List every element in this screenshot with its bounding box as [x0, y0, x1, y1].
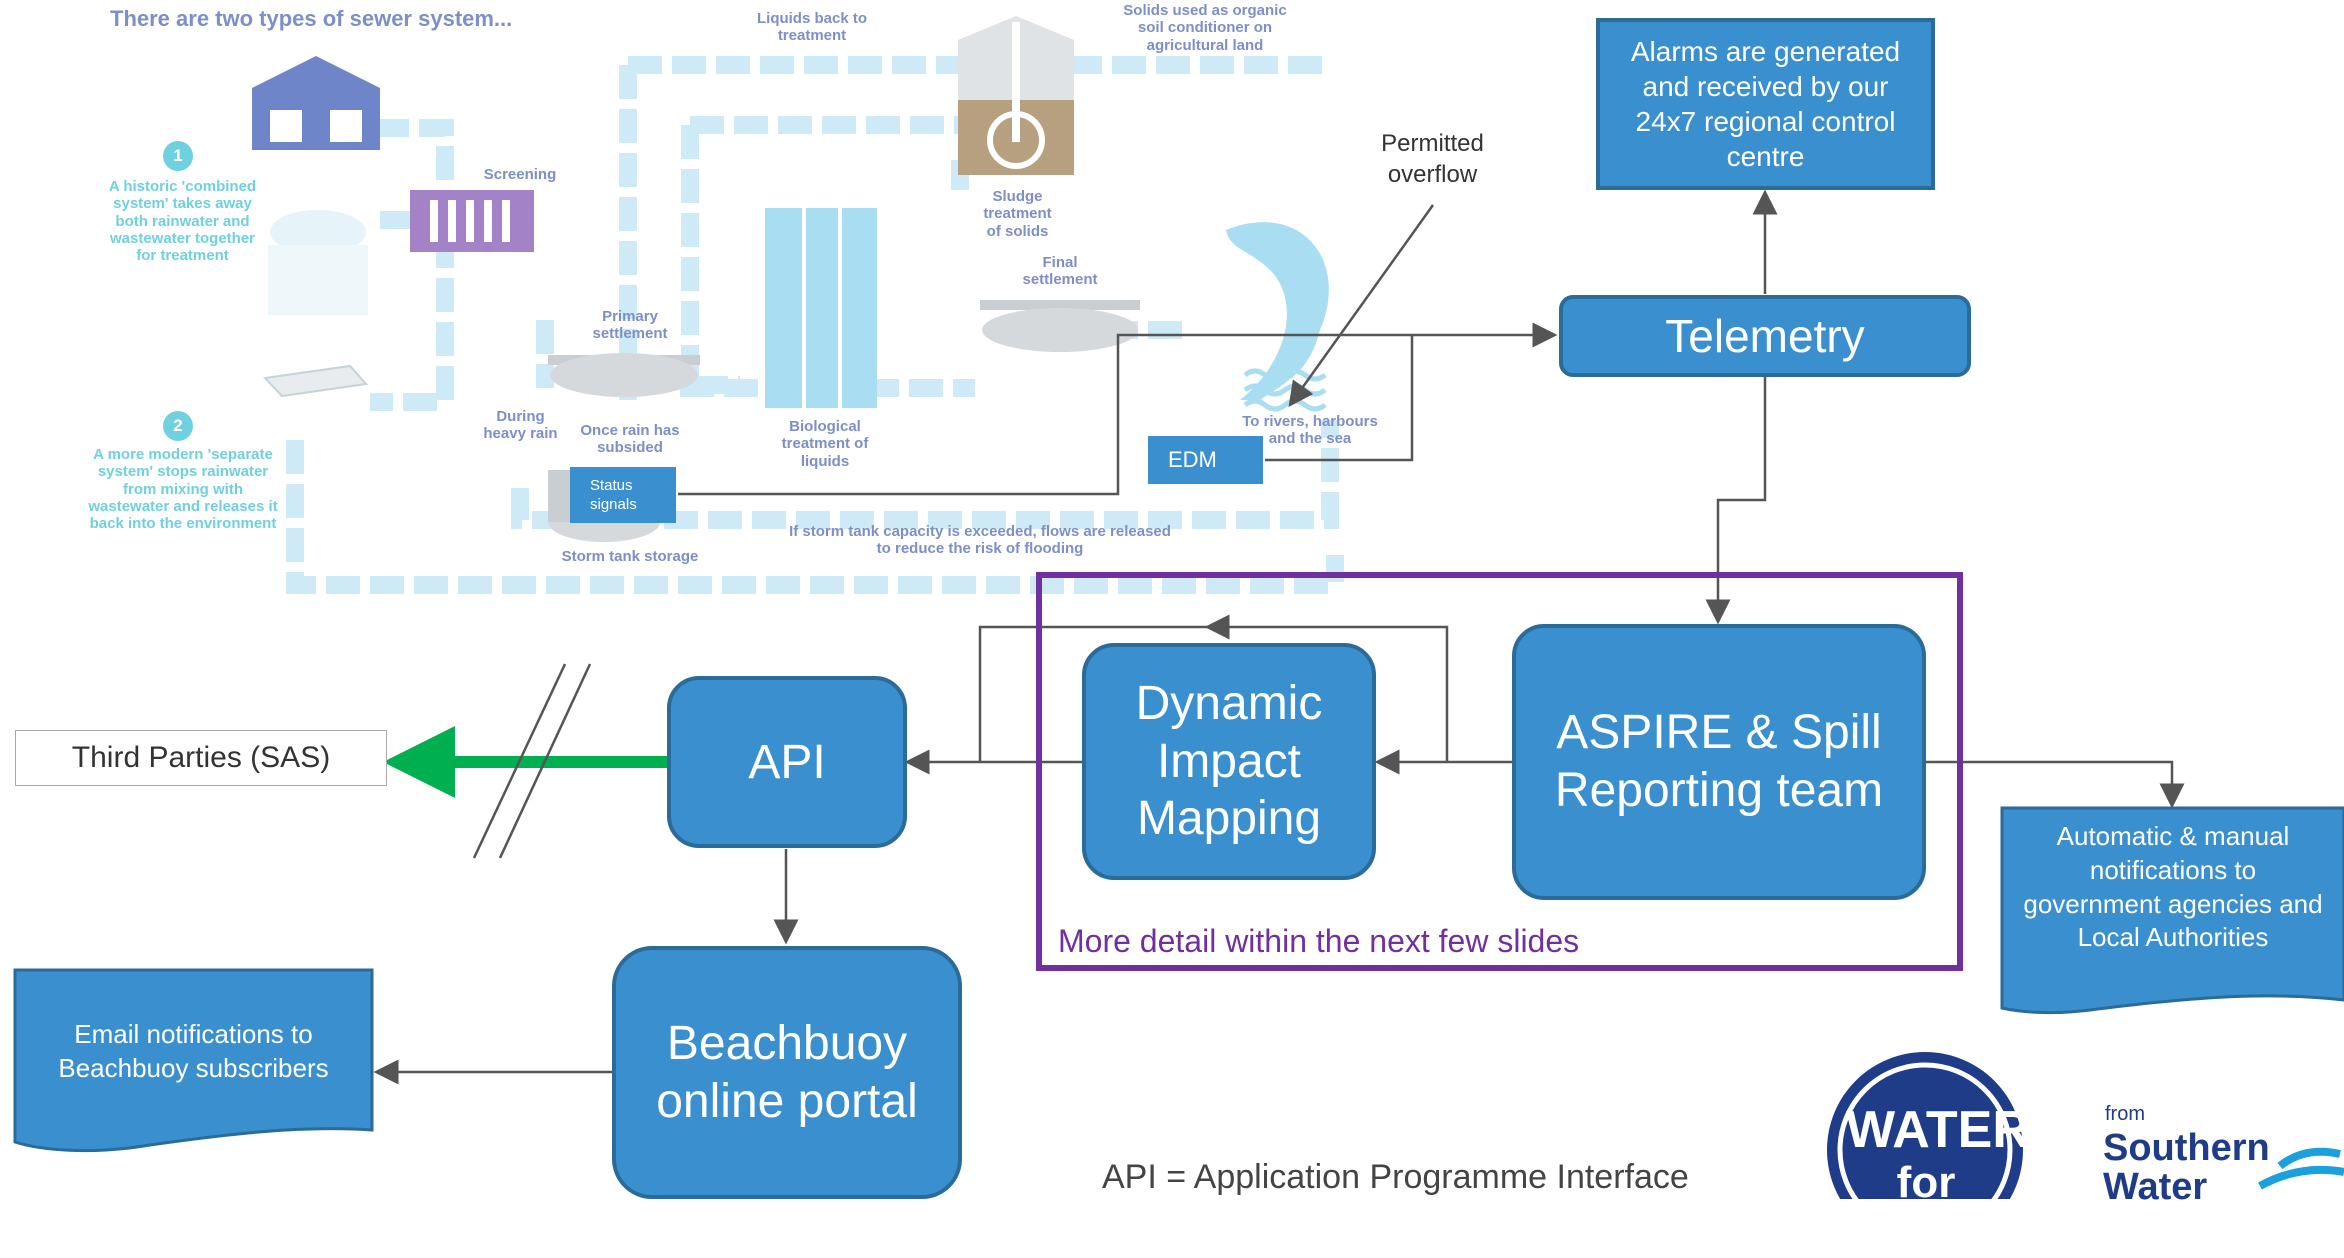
step-markers [163, 141, 193, 441]
sewer-title: There are two types of sewer system... [110, 6, 513, 31]
drain-grate-icon [262, 364, 368, 398]
house-icon [252, 56, 380, 150]
connector-lines [373, 189, 2185, 1085]
telemetry-label: Telemetry [1665, 310, 1865, 362]
to-rivers-label: To rivers, harbours and the sea [1242, 413, 1378, 448]
third-parties-label: Third Parties (SAS) [71, 741, 331, 774]
final-settlement-icon [980, 300, 1140, 352]
step2-number: 2 [173, 416, 183, 435]
email-box[interactable]: Email notifications to Beachbuoy subscri… [15, 970, 372, 1120]
notifications-shape [2000, 806, 2344, 1015]
logo-brand-line2: Water [2103, 1166, 2208, 1208]
sludge-label: Sludge treatment of solids [983, 188, 1052, 240]
aspire-box[interactable]: ASPIRE & Spill Reporting team [1512, 624, 1926, 900]
primary-tank-icon [548, 353, 700, 397]
alarms-label: Alarms are generated and received by our… [1630, 36, 1901, 172]
once-rain-label: Once rain has subsided [580, 422, 680, 457]
status-signals-label: Status signals [590, 476, 637, 514]
email-label: Email notifications to Beachbuoy subscri… [58, 1019, 329, 1083]
beachbuoy-box[interactable]: Beachbuoy online portal [612, 946, 962, 1199]
storm-tank-label: Storm tank storage [561, 548, 699, 565]
dynamic-impact-mapping-box[interactable]: Dynamic Impact Mapping [1082, 643, 1376, 880]
detail-frame [1036, 572, 1963, 971]
telemetry-box[interactable]: Telemetry [1559, 295, 1971, 377]
more-detail-label: More detail within the next few slides [1058, 923, 1580, 959]
api-label: API [748, 735, 826, 789]
logo-brand-line1: Southern [2103, 1127, 2270, 1169]
step2-text: A more modern 'separate system' stops ra… [88, 446, 278, 532]
river-icon [1226, 222, 1329, 412]
notifications-label: Automatic & manual notifications to gove… [2023, 821, 2323, 953]
status-signals-box[interactable]: Status signals [570, 467, 676, 523]
aspire-label: ASPIRE & Spill Reporting team [1554, 706, 1884, 817]
primary-settlement-label: Primary settlement [592, 308, 668, 343]
permitted-overflow-label: Permitted overflow [1381, 130, 1484, 189]
screening-label: Screening [483, 166, 557, 183]
logo-from: from [2105, 1103, 2145, 1125]
break-marks [472, 663, 592, 859]
rain-cloud-icon [268, 210, 368, 315]
screening-icon [410, 190, 534, 252]
step1-text: A historic 'combined system' takes away … [108, 178, 257, 264]
dynamic-impact-mapping-label: Dynamic Impact Mapping [1135, 677, 1323, 846]
biological-treatment-icon [765, 208, 877, 408]
logo-line1: WATER [1846, 1101, 2030, 1159]
diagram-stage: There are two types of sewer system... 1… [13, 2, 2344, 1208]
step1-number: 1 [173, 146, 183, 165]
heavy-rain-label: During heavy rain [483, 408, 558, 443]
beachbuoy-label: Beachbuoy online portal [656, 1016, 918, 1128]
southern-water-wave-icon [2258, 1147, 2344, 1190]
biological-label: Biological treatment of liquids [781, 418, 869, 470]
api-box[interactable]: API [667, 676, 907, 848]
sewer-flow-pipes [286, 56, 1344, 594]
solids-used-label: Solids used as organic soil conditioner … [1123, 2, 1287, 54]
edm-box[interactable]: EDM [1148, 436, 1263, 484]
edm-label: EDM [1168, 447, 1217, 472]
liquids-back-label: Liquids back to treatment [756, 10, 867, 45]
third-parties-box[interactable]: Third Parties (SAS) [15, 730, 387, 786]
api-definition: API = Application Programme Interface [1102, 1158, 1689, 1196]
final-settlement-label: Final settlement [1022, 254, 1098, 289]
sludge-tank-icon [958, 16, 1074, 175]
notifications-box[interactable]: Automatic & manual notifications to gove… [2002, 808, 2344, 998]
email-shape [13, 968, 374, 1153]
storm-exceeded-label: If storm tank capacity is exceeded, flow… [789, 523, 1171, 558]
water-for-life-logo [1827, 1052, 2023, 1199]
logo-line2: for LIFE [1878, 1158, 1974, 1257]
alarms-box[interactable]: Alarms are generated and received by our… [1596, 18, 1935, 190]
